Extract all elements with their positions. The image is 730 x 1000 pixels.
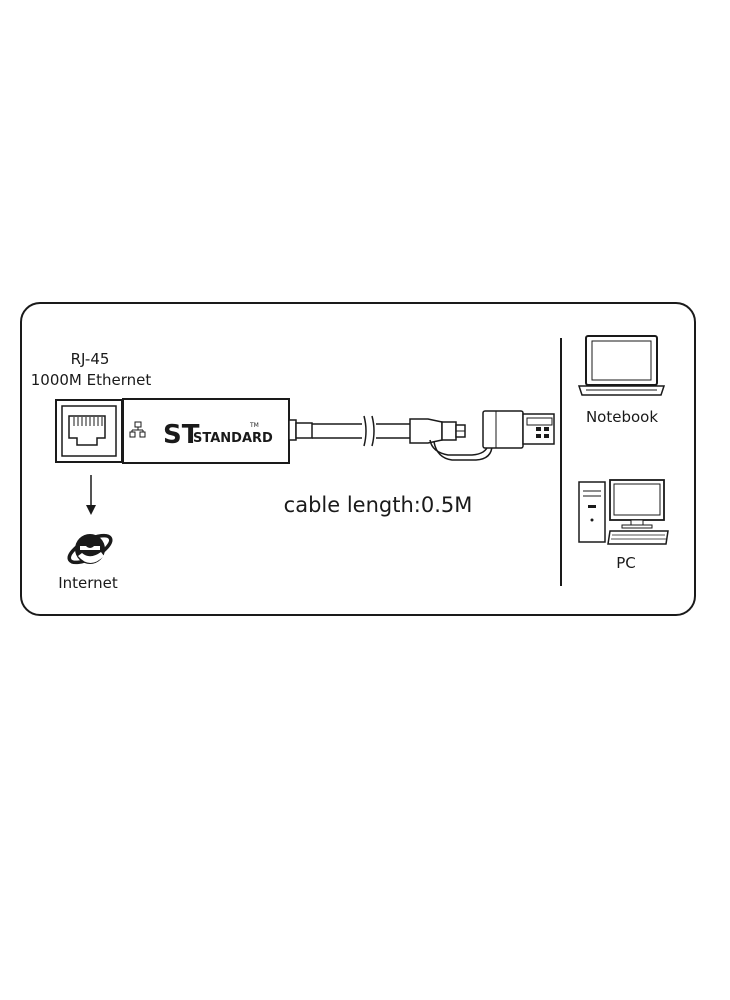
usb-a-connector-icon [482, 410, 555, 449]
brand-name: STANDARD [193, 431, 273, 446]
pc-label: PC [616, 554, 636, 572]
network-icon [129, 421, 146, 438]
port-type-label: RJ-45 [70, 350, 110, 368]
ethernet-adapter: ST STANDARD TM [122, 398, 290, 464]
notebook-label: Notebook [585, 408, 659, 426]
desktop-pc-icon [578, 479, 669, 545]
cable-splitter [409, 418, 493, 461]
cable-length-label: cable length:0.5M [283, 493, 473, 517]
cable [312, 415, 410, 447]
rj45-port-icon [55, 399, 123, 463]
notebook-icon [577, 335, 666, 396]
port-speed-label: 1000M Ethernet [30, 371, 152, 389]
trademark-symbol: TM [249, 422, 259, 429]
diagram-frame [20, 302, 696, 616]
internet-label: Internet [58, 574, 118, 592]
arrow-down-icon [86, 475, 96, 515]
devices-divider [560, 338, 562, 586]
internet-explorer-icon [67, 533, 113, 565]
brand-mark: ST [163, 420, 200, 450]
cable-neck [288, 419, 313, 441]
